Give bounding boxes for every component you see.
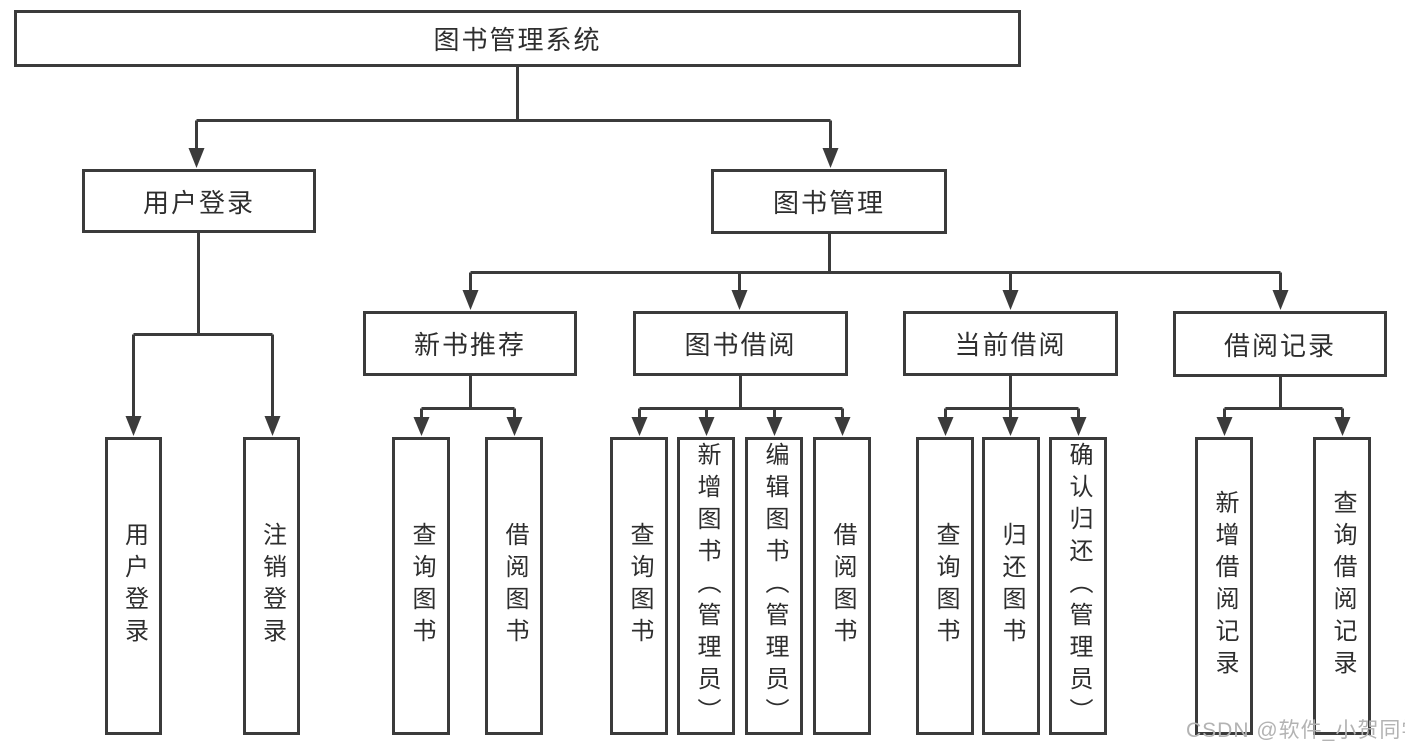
leaf-nbr-query-label: 查询图书	[408, 522, 435, 650]
leaf-nbr-borrow: 借阅图书	[485, 437, 543, 735]
node-borrow-record-label: 借阅记录	[1223, 330, 1336, 361]
leaf-login-label: 用户登录	[120, 522, 148, 650]
arrowhead	[1002, 290, 1019, 310]
node-current-borrow: 当前借阅	[903, 311, 1118, 376]
leaf-br-add-label: 新增借阅记录	[1211, 490, 1238, 682]
arrowhead	[822, 148, 839, 168]
connector-user-login	[132, 233, 274, 418]
node-book-mgmt: 图书管理	[711, 169, 947, 234]
arrowhead	[766, 417, 783, 436]
node-borrow-record: 借阅记录	[1173, 311, 1387, 377]
leaf-bb-edit: 编辑图书（管理员）	[745, 437, 803, 735]
arrowhead	[937, 417, 954, 436]
arrowhead	[413, 417, 430, 436]
connector-new-book-rec	[420, 376, 516, 420]
leaf-bb-add: 新增图书（管理员）	[677, 437, 735, 735]
leaf-bb-query: 查询图书	[610, 437, 668, 735]
leaf-cb-return: 归还图书	[982, 437, 1040, 735]
node-root: 图书管理系统	[14, 10, 1021, 67]
leaf-cb-confirm-label: 确认归还（管理员）	[1065, 442, 1092, 730]
arrowhead	[834, 417, 851, 436]
leaf-bb-borrow-label: 借阅图书	[829, 522, 856, 650]
leaf-br-query: 查询借阅记录	[1313, 437, 1371, 735]
leaf-bb-query-label: 查询图书	[626, 522, 653, 650]
node-book-borrow-label: 图书借阅	[684, 330, 797, 360]
arrowhead	[506, 417, 523, 436]
arrowhead	[1070, 417, 1087, 436]
csdn-watermark: CSDN @软件_小贺同学	[1186, 719, 1405, 742]
arrowhead	[698, 417, 715, 436]
connector-root	[195, 67, 832, 150]
arrowhead	[631, 417, 648, 436]
leaf-bb-borrow: 借阅图书	[813, 437, 871, 735]
leaf-bb-add-label: 新增图书（管理员）	[693, 442, 720, 730]
arrowhead	[1002, 417, 1019, 436]
arrowhead	[188, 148, 205, 168]
leaf-cb-confirm: 确认归还（管理员）	[1049, 437, 1107, 735]
leaf-br-add: 新增借阅记录	[1195, 437, 1253, 735]
leaf-logout: 注销登录	[243, 437, 300, 735]
arrowhead	[1272, 290, 1289, 310]
connector-book-mgmt	[469, 234, 1282, 292]
arrowhead	[264, 416, 281, 436]
node-new-book-rec: 新书推荐	[363, 311, 577, 376]
leaf-cb-query-label: 查询图书	[932, 522, 959, 650]
connector-current-borrow	[944, 376, 1080, 420]
leaf-logout-label: 注销登录	[258, 522, 286, 650]
node-user-login-label: 用户登录	[142, 187, 255, 218]
leaf-bb-edit-label: 编辑图书（管理员）	[761, 442, 788, 730]
node-user-login: 用户登录	[82, 169, 316, 233]
node-book-mgmt-label: 图书管理	[772, 188, 885, 218]
leaf-cb-return-label: 归还图书	[998, 522, 1025, 650]
leaf-nbr-borrow-label: 借阅图书	[501, 522, 528, 650]
node-book-borrow: 图书借阅	[633, 311, 848, 376]
leaf-nbr-query: 查询图书	[392, 437, 450, 735]
node-current-borrow-label: 当前借阅	[954, 330, 1067, 360]
arrowhead	[1334, 417, 1351, 436]
arrowhead	[125, 416, 142, 436]
node-new-book-rec-label: 新书推荐	[413, 330, 526, 360]
connector-borrow-record	[1223, 377, 1344, 420]
arrowhead	[1216, 417, 1233, 436]
leaf-cb-query: 查询图书	[916, 437, 974, 735]
node-root-label: 图书管理系统	[433, 25, 602, 55]
connector-book-borrow	[638, 376, 844, 420]
leaf-br-query-label: 查询借阅记录	[1329, 490, 1356, 682]
arrowhead	[731, 290, 748, 310]
arrowhead	[462, 290, 479, 310]
leaf-login: 用户登录	[105, 437, 162, 735]
